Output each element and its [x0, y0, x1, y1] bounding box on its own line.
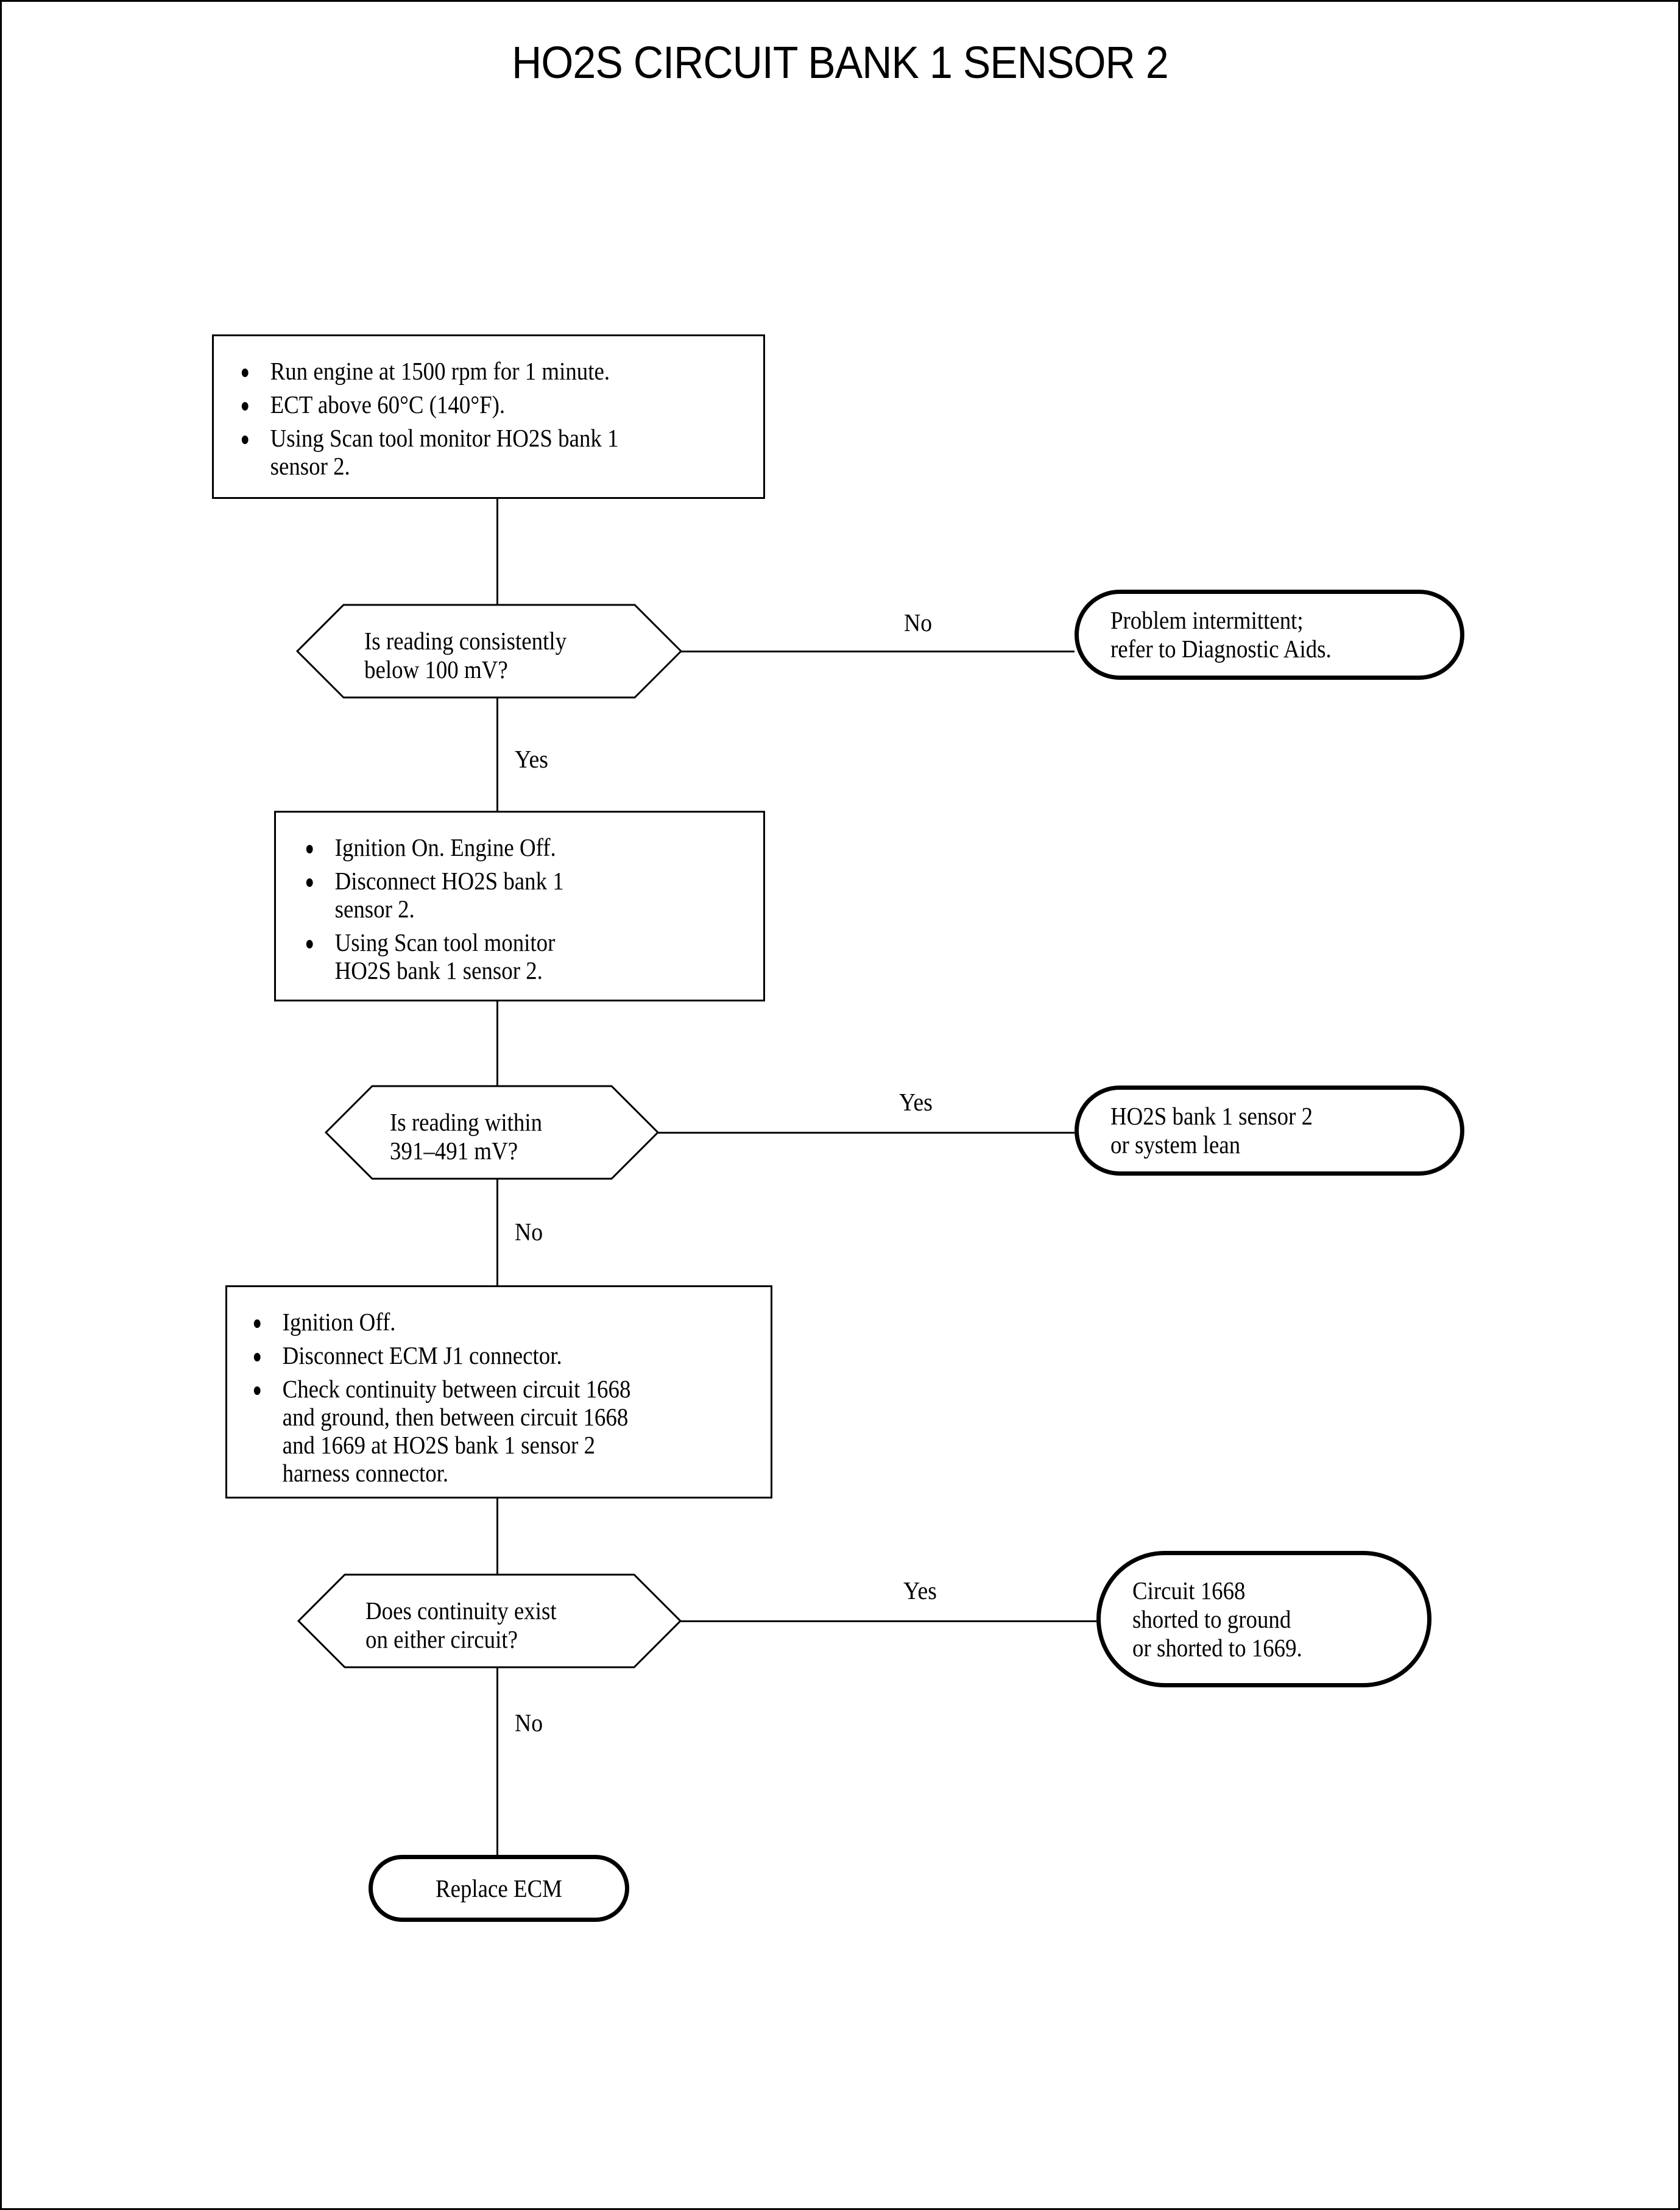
- connector-step3-to-decision3: [496, 1499, 498, 1575]
- process-box-step-2: Ignition On. Engine Off. Disconnect HO2S…: [274, 811, 765, 1001]
- list-item: Disconnect ECM J1 connector.: [242, 1341, 707, 1369]
- branch-label-yes-2: Yes: [899, 1088, 933, 1116]
- page-title: HO2S CIRCUIT BANK 1 SENSOR 2: [512, 37, 1169, 88]
- terminal-outcome-2: HO2S bank 1 sensor 2 or system lean: [1075, 1086, 1464, 1176]
- decision-1-label: Is reading consistently below 100 mV?: [364, 627, 567, 683]
- connector-decision1-no: [681, 651, 1075, 652]
- bullet-list-step-2: Ignition On. Engine Off. Disconnect HO2S…: [294, 833, 747, 984]
- list-item: Using Scan tool monitor HO2S bank 1 sens…: [230, 424, 696, 480]
- list-item: Ignition On. Engine Off.: [294, 833, 702, 861]
- process-box-step-1: Run engine at 1500 rpm for 1 minute. ECT…: [212, 334, 765, 499]
- terminal-outcome-2-label: HO2S bank 1 sensor 2 or system lean: [1110, 1102, 1313, 1159]
- terminal-outcome-4-label: Replace ECM: [435, 1874, 563, 1902]
- list-item: Run engine at 1500 rpm for 1 minute.: [230, 357, 696, 385]
- branch-label-no-3: No: [515, 1709, 543, 1737]
- connector-decision3-yes: [680, 1620, 1096, 1622]
- connector-decision1-to-step2: [496, 697, 498, 811]
- terminal-outcome-3: Circuit 1668 shorted to ground or shorte…: [1096, 1551, 1431, 1687]
- terminal-outcome-1: Problem intermittent; refer to Diagnosti…: [1075, 590, 1464, 680]
- connector-decision2-yes: [658, 1132, 1075, 1134]
- connector-step2-to-decision2: [496, 1001, 498, 1086]
- decision-hexagon-3: Does continuity exist on either circuit?: [297, 1573, 682, 1668]
- list-item: Check continuity between circuit 1668 an…: [242, 1375, 707, 1487]
- terminal-outcome-3-label: Circuit 1668 shorted to ground or shorte…: [1132, 1576, 1302, 1662]
- branch-label-yes-3: Yes: [903, 1576, 937, 1605]
- bullet-list-step-1: Run engine at 1500 rpm for 1 minute. ECT…: [230, 357, 747, 480]
- list-item: ECT above 60°C (140°F).: [230, 390, 696, 418]
- process-box-step-3: Ignition Off. Disconnect ECM J1 connecto…: [225, 1285, 772, 1499]
- terminal-outcome-1-label: Problem intermittent; refer to Diagnosti…: [1110, 606, 1332, 663]
- branch-label-yes-1: Yes: [515, 745, 548, 773]
- terminal-outcome-4: Replace ECM: [369, 1855, 629, 1922]
- connector-decision2-to-step3: [496, 1179, 498, 1285]
- list-item: Using Scan tool monitor HO2S bank 1 sens…: [294, 928, 702, 984]
- connector-decision3-to-outcome4: [496, 1667, 498, 1858]
- list-item: Disconnect HO2S bank 1 sensor 2.: [294, 867, 702, 923]
- branch-label-no-1: No: [904, 609, 933, 637]
- branch-label-no-2: No: [515, 1218, 543, 1246]
- connector-step1-to-decision1: [496, 499, 498, 605]
- list-item: Ignition Off.: [242, 1308, 707, 1336]
- decision-hexagon-2: Is reading within 391–491 mV?: [324, 1085, 660, 1180]
- decision-2-label: Is reading within 391–491 mV?: [390, 1108, 543, 1165]
- decision-hexagon-1: Is reading consistently below 100 mV?: [295, 604, 683, 699]
- decision-3-label: Does continuity exist on either circuit?: [365, 1597, 557, 1653]
- bullet-list-step-3: Ignition Off. Disconnect ECM J1 connecto…: [242, 1308, 758, 1487]
